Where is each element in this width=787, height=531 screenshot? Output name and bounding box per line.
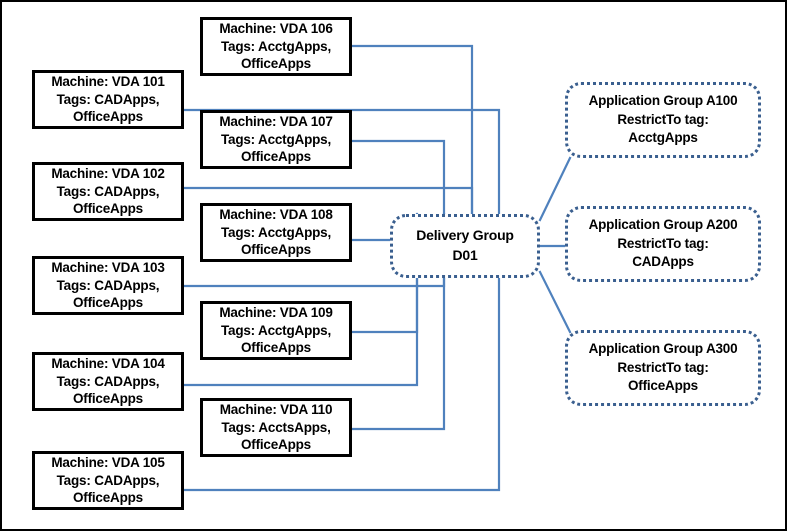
machine-node-vda-103[interactable]: Machine: VDA 103 Tags: CADApps, OfficeAp…: [32, 256, 184, 315]
machine-tags-line-2: OfficeApps: [240, 437, 311, 453]
conn-dg-a100: [538, 156, 572, 222]
machine-tags-line-1: Tags: AcctsApps,: [221, 419, 331, 435]
restrict-to-tag-value: AcctgApps: [628, 130, 698, 146]
machine-node-vda-102[interactable]: Machine: VDA 102 Tags: CADApps, OfficeAp…: [32, 162, 184, 221]
machine-node-vda-107[interactable]: Machine: VDA 107 Tags: AcctgApps, Office…: [200, 110, 352, 169]
conn-vda-106: [350, 44, 474, 216]
delivery-group-id: D01: [452, 247, 478, 263]
machine-tags-line-1: Tags: CADApps,: [56, 373, 160, 389]
restrict-to-tag-label: RestrictTo tag:: [617, 111, 709, 127]
machine-tags-line-1: Tags: CADApps,: [56, 183, 160, 199]
machine-tags-line-1: Tags: CADApps,: [56, 91, 160, 107]
machine-node-vda-106[interactable]: Machine: VDA 106 Tags: AcctgApps, Office…: [200, 17, 352, 76]
restrict-to-tag-label: RestrictTo tag:: [617, 235, 709, 251]
application-group-node-a200[interactable]: Application Group A200 RestrictTo tag: C…: [565, 206, 761, 282]
restrict-to-tag-value: OfficeApps: [627, 378, 698, 394]
machine-name: Machine: VDA 102: [51, 165, 165, 181]
machine-name: Machine: VDA 104: [51, 355, 165, 371]
machine-tags-line-1: Tags: AcctgApps,: [220, 322, 332, 338]
machine-tags-line-2: OfficeApps: [240, 56, 311, 72]
delivery-group-label: Delivery Group: [416, 227, 514, 244]
machine-tags-line-2: OfficeApps: [240, 242, 311, 258]
machine-name: Machine: VDA 105: [51, 454, 165, 470]
machine-tags-line-2: OfficeApps: [72, 201, 143, 217]
machine-node-vda-109[interactable]: Machine: VDA 109 Tags: AcctgApps, Office…: [200, 301, 352, 360]
conn-vda-110: [350, 276, 446, 431]
machine-tags-line-2: OfficeApps: [72, 391, 143, 407]
machine-name: Machine: VDA 101: [51, 73, 165, 89]
machine-tags-line-1: Tags: CADApps,: [56, 472, 160, 488]
machine-name: Machine: VDA 108: [219, 206, 333, 222]
machine-name: Machine: VDA 103: [51, 259, 165, 275]
machine-tags-line-1: Tags: AcctgApps,: [220, 131, 332, 147]
machine-name: Machine: VDA 110: [219, 401, 333, 417]
machine-tags-line-2: OfficeApps: [72, 295, 143, 311]
conn-vda-109: [350, 276, 419, 334]
machine-node-vda-104[interactable]: Machine: VDA 104 Tags: CADApps, OfficeAp…: [32, 352, 184, 411]
machine-tags-line-1: Tags: AcctgApps,: [220, 38, 332, 54]
restrict-to-tag-value: CADApps: [632, 254, 694, 270]
machine-node-vda-108[interactable]: Machine: VDA 108 Tags: AcctgApps, Office…: [200, 203, 352, 262]
machine-node-vda-105[interactable]: Machine: VDA 105 Tags: CADApps, OfficeAp…: [32, 451, 184, 510]
conn-dg-a300: [538, 270, 572, 334]
machine-tags-line-1: Tags: AcctgApps,: [220, 224, 332, 240]
machine-name: Machine: VDA 109: [219, 304, 333, 320]
restrict-to-tag-label: RestrictTo tag:: [617, 359, 709, 375]
machine-tags-line-2: OfficeApps: [240, 149, 311, 165]
conn-vda-107: [350, 139, 446, 216]
machine-tags-line-2: OfficeApps: [72, 490, 143, 506]
delivery-group-node-d01[interactable]: Delivery Group D01: [390, 214, 540, 278]
application-group-name: Application Group A200: [588, 217, 738, 233]
machine-name: Machine: VDA 107: [219, 113, 333, 129]
machine-tags-line-2: OfficeApps: [72, 109, 143, 125]
machine-name: Machine: VDA 106: [219, 20, 333, 36]
machine-tags-line-2: OfficeApps: [240, 340, 311, 356]
application-group-name: Application Group A100: [588, 93, 738, 109]
machine-node-vda-110[interactable]: Machine: VDA 110 Tags: AcctsApps, Office…: [200, 398, 352, 457]
application-group-name: Application Group A300: [588, 341, 738, 357]
machine-tags-line-1: Tags: CADApps,: [56, 277, 160, 293]
machine-node-vda-101[interactable]: Machine: VDA 101 Tags: CADApps, OfficeAp…: [32, 70, 184, 129]
application-group-node-a300[interactable]: Application Group A300 RestrictTo tag: O…: [565, 330, 761, 406]
application-group-node-a100[interactable]: Application Group A100 RestrictTo tag: A…: [565, 82, 761, 158]
